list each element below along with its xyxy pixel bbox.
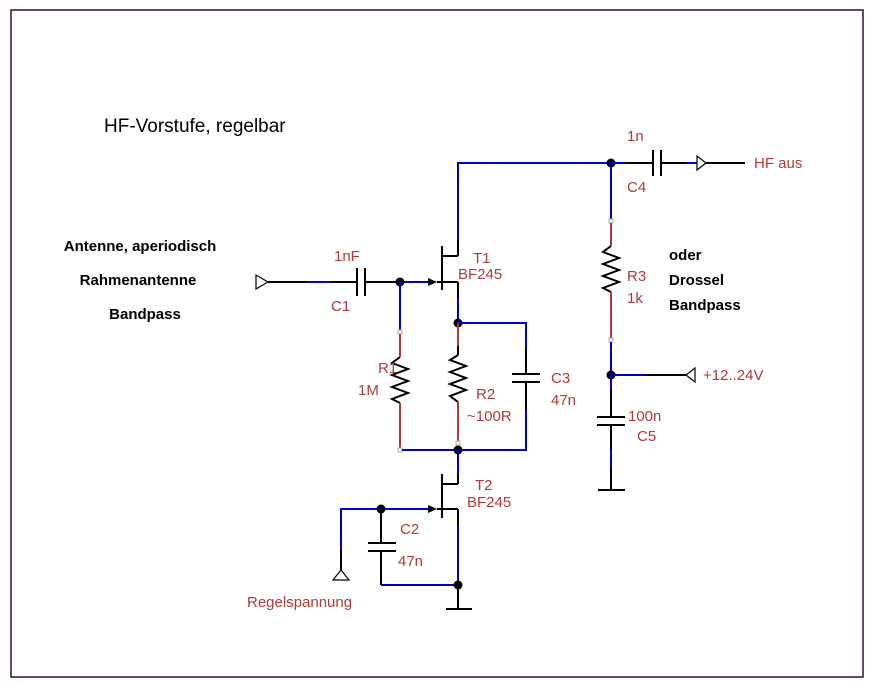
t1-value: BF245: [458, 266, 502, 283]
resistor-r3: [600, 245, 622, 293]
input-port-icon: [255, 273, 270, 291]
r2-value: ~100R: [467, 408, 512, 425]
r3-ref: R3: [627, 268, 646, 285]
t2-ref: T2: [475, 477, 493, 494]
note-output-2: Drossel: [669, 272, 724, 289]
input-port: [255, 273, 270, 291]
r3-value: 1k: [627, 290, 643, 307]
resistor-r1: [389, 356, 411, 404]
c4-value: 1n: [627, 128, 644, 145]
control-port-icon: [331, 569, 351, 581]
supply-port-icon: [685, 366, 696, 384]
jfet-t1: [441, 240, 459, 298]
note-output-3: Bandpass: [669, 297, 741, 314]
drawing-frame: [10, 9, 864, 678]
capacitor-c4: [652, 150, 662, 176]
note-output-1: oder: [669, 247, 702, 264]
note-input-1: Antenne, aperiodisch: [64, 238, 217, 255]
t1-gate-arrow-icon: [428, 278, 437, 286]
t1-ref: T1: [473, 250, 491, 267]
c5-ref: C5: [637, 428, 656, 445]
jfet-t2: [441, 474, 459, 526]
c2-ref: C2: [400, 521, 419, 538]
c4-ref: C4: [627, 179, 646, 196]
c5-value: 100n: [628, 408, 661, 425]
c1-ref: C1: [331, 298, 350, 315]
c2-value: 47n: [398, 553, 423, 570]
r1-ref: R1: [378, 360, 397, 377]
control-port-label: Regelspannung: [247, 594, 352, 611]
t2-value: BF245: [467, 494, 511, 511]
note-input-2: Rahmenantenne: [80, 272, 197, 289]
capacitor-c5: [597, 416, 625, 426]
r1-value: 1M: [358, 382, 379, 399]
capacitor-c3: [512, 373, 540, 383]
capacitor-c1: [356, 268, 366, 296]
note-input-3: Bandpass: [109, 306, 181, 323]
output-port-label: HF aus: [754, 155, 802, 172]
t2-gate-arrow-icon: [428, 505, 437, 513]
resistor-r2: [447, 354, 469, 403]
c1-value: 1nF: [334, 248, 360, 265]
output-port-icon: [696, 154, 707, 172]
c3-ref: C3: [551, 370, 570, 387]
supply-port-label: +12..24V: [703, 367, 763, 384]
r2-ref: R2: [476, 386, 495, 403]
capacitor-c2: [368, 542, 396, 552]
schematic-title: HF-Vorstufe, regelbar: [104, 116, 286, 137]
c3-value: 47n: [551, 392, 576, 409]
